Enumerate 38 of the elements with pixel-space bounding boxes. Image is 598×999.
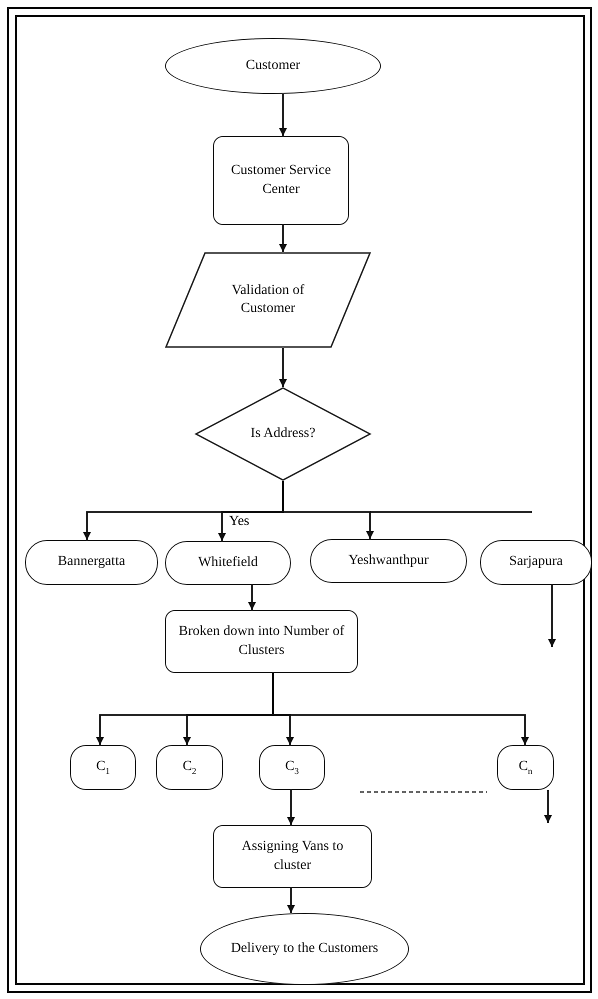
- node-text: Broken down into Number of Clusters: [178, 623, 346, 660]
- node-text: C$_{3}$: [285, 758, 299, 778]
- process-box: [213, 136, 349, 225]
- node-text: Whitefield: [198, 554, 258, 572]
- node-text: Assigning Vans to cluster: [240, 838, 344, 874]
- data-parallelogram: [165, 252, 371, 348]
- cluster-box: [497, 745, 554, 790]
- arrow: [272, 673, 529, 745]
- node-text: Bannergatta: [58, 553, 126, 572]
- node-text: C$_{1}$: [96, 758, 110, 778]
- node-text: C$_{2}$: [182, 758, 196, 778]
- process-box: [165, 610, 358, 673]
- arrow: [248, 585, 256, 610]
- node-text: C$_{n}$: [518, 758, 532, 778]
- arrow: [287, 888, 295, 913]
- node-text: Validation of Customer: [230, 282, 306, 318]
- cluster-box: [259, 745, 325, 790]
- arrow: [287, 790, 295, 825]
- node-text: Is Address?: [250, 424, 316, 443]
- node-text: Delivery to the Customers: [230, 940, 378, 958]
- location-box: [165, 541, 291, 585]
- location-box: [310, 539, 467, 583]
- arrow: [279, 225, 287, 252]
- decision-diamond: [195, 387, 371, 481]
- node-text: Customer: [246, 56, 300, 75]
- arrow: [282, 481, 374, 539]
- arrow: [548, 585, 556, 647]
- node-text: Sarjapura: [509, 553, 563, 572]
- node-text: Yeshwanthpur: [348, 552, 429, 570]
- process-box: [213, 825, 372, 888]
- arrow: [544, 790, 552, 823]
- location-box: [480, 540, 592, 585]
- arrow: [279, 94, 287, 136]
- location-box: [25, 540, 158, 585]
- cluster-box: [70, 745, 136, 790]
- cluster-box: [156, 745, 223, 790]
- arrow: [279, 348, 287, 387]
- node-text: Customer Service Center: [230, 162, 332, 198]
